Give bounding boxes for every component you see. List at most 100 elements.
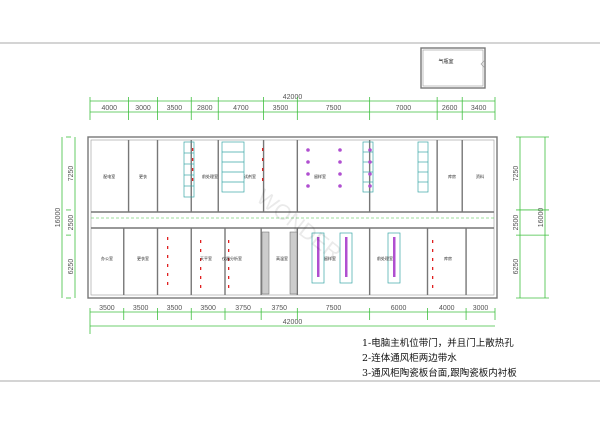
room-label: 仪器分析室	[222, 255, 242, 261]
dimension-label: 6250	[68, 259, 75, 275]
room-label: 更衣	[139, 173, 147, 179]
room-partitions	[123, 140, 467, 295]
lab-bench	[417, 141, 429, 193]
outlet-marker	[228, 249, 230, 252]
notes: 1-电脑主机位带门，并且门上散热孔 2-连体通风柜两边带水 3-通风柜陶瓷板台面…	[362, 337, 517, 379]
room-label: 配电室	[103, 173, 115, 179]
dimension-label: 3400	[471, 105, 487, 112]
dimension-total-label: 42000	[283, 319, 303, 326]
room-label: 留样室	[324, 255, 336, 261]
dimension-label: 7500	[326, 305, 342, 312]
note-2: 2-连体通风柜两边带水	[362, 352, 457, 364]
outlet-marker	[167, 237, 169, 240]
fume-hood-marker	[306, 184, 310, 188]
dimension-label: 3750	[271, 305, 287, 312]
dimension-total-label: 16000	[538, 208, 545, 228]
fume-hood-marker	[338, 172, 342, 176]
room-labels: 配电室更衣前处理室试剂室留样室库房资料办公室更衣室天平室仪器分析室高温室留样室前…	[101, 173, 484, 261]
storage-cabinet	[289, 231, 298, 295]
dimension-label: 6250	[513, 259, 520, 275]
gas-room-outer-wall	[420, 47, 486, 89]
fume-hood-marker	[368, 184, 372, 188]
outlet-marker	[200, 249, 202, 252]
outlet-marker	[167, 273, 169, 276]
fume-hood-marker	[368, 148, 372, 152]
outlet-marker	[167, 255, 169, 258]
gas-room-label: 气瓶室	[438, 58, 453, 65]
dimension-label: 7000	[396, 105, 412, 112]
room-label: 办公室	[101, 255, 113, 261]
fume-hood-marker	[338, 148, 342, 152]
outlet-marker	[192, 178, 194, 181]
dimension-label: 3500	[273, 105, 289, 112]
lab-bench	[339, 232, 353, 284]
room-label: 资料	[476, 173, 484, 179]
outlet-marker	[192, 168, 194, 171]
room-label: 库房	[448, 173, 456, 179]
dimension-label: 3500	[167, 305, 183, 312]
note-3: 3-通风柜陶瓷板台面,跟陶瓷板内衬板	[362, 367, 517, 379]
room-label: 库房	[444, 255, 452, 261]
dimension-label: 3500	[200, 305, 216, 312]
outlet-marker	[192, 148, 194, 151]
storage-cabinet	[261, 231, 270, 295]
dimension-label: 2500	[68, 215, 75, 231]
note-1: 1-电脑主机位带门，并且门上散热孔	[362, 337, 514, 349]
outlet-marker	[200, 240, 202, 243]
outlet-marker	[200, 258, 202, 261]
bench-outline	[417, 141, 429, 193]
fume-hood-marker	[306, 148, 310, 152]
room-label: 前处理室	[377, 255, 393, 261]
room-label: 试剂室	[244, 173, 256, 179]
outlet-marker	[200, 276, 202, 279]
room-label: 高温室	[276, 255, 288, 261]
fume-hood-marker	[306, 160, 310, 164]
room-label: 更衣室	[137, 255, 149, 261]
dimension-label: 4000	[101, 105, 117, 112]
lab-furniture	[167, 141, 434, 295]
outlet-marker	[262, 158, 264, 161]
outlet-marker	[432, 258, 434, 261]
fume-hood	[393, 237, 396, 277]
outlet-marker	[167, 246, 169, 249]
outlet-marker	[432, 249, 434, 252]
fume-hood-marker	[368, 172, 372, 176]
dimension-label: 4000	[439, 305, 455, 312]
dimension-label: 7250	[513, 166, 520, 182]
room-label: 天平室	[200, 255, 212, 261]
outlet-marker	[167, 264, 169, 267]
bench-outline	[362, 141, 374, 193]
outlet-marker	[228, 258, 230, 261]
outlet-marker	[228, 285, 230, 288]
dimension-label: 3000	[135, 105, 151, 112]
lab-bench	[221, 141, 245, 193]
room-label: 留样室	[314, 173, 326, 179]
outlet-marker	[228, 240, 230, 243]
outlet-marker	[192, 158, 194, 161]
outlet-marker	[432, 276, 434, 279]
dimension-label: 7500	[326, 105, 342, 112]
fume-hood	[317, 237, 320, 277]
dimension-total-label: 42000	[283, 94, 303, 101]
lab-bench	[362, 141, 374, 193]
outlet-marker	[228, 276, 230, 279]
outlet-marker	[200, 285, 202, 288]
lab-bench	[183, 141, 195, 198]
gas-room-door	[480, 59, 486, 69]
dimension-label: 3750	[235, 305, 251, 312]
dimension-label: 2600	[442, 105, 458, 112]
lab-bench	[387, 232, 401, 284]
lab-bench	[311, 232, 325, 284]
outlet-marker	[432, 285, 434, 288]
building-outer-wall	[87, 136, 498, 299]
bench-outline	[183, 141, 195, 198]
fume-hood-marker	[338, 184, 342, 188]
outlet-marker	[432, 240, 434, 243]
bench-outline	[221, 141, 245, 193]
gas-room: 气瓶室	[420, 47, 486, 89]
dimension-label: 7250	[68, 166, 75, 182]
outlet-marker	[262, 168, 264, 171]
dimension-total-label: 16000	[55, 208, 62, 228]
